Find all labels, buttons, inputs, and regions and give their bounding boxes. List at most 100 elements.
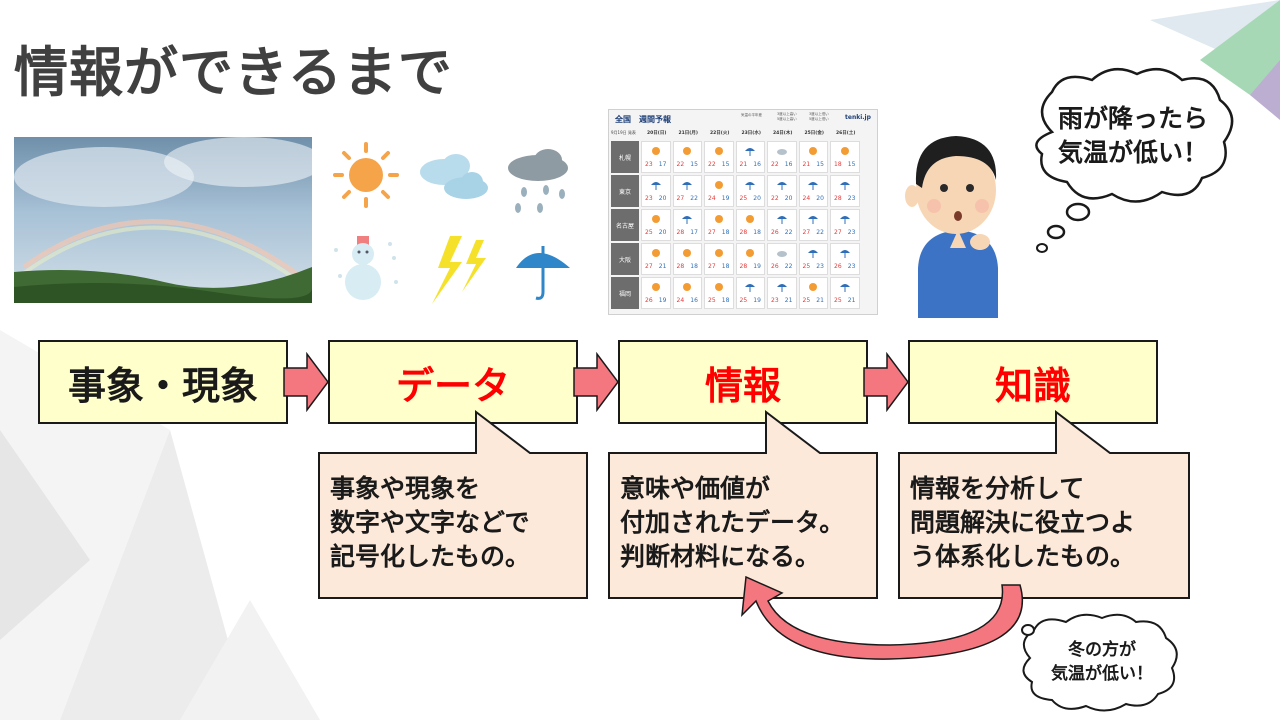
forecast-high: 25 xyxy=(645,229,653,236)
forecast-day-header: 25日(金) xyxy=(804,131,824,136)
forecast-cell: 25 18 xyxy=(704,277,734,309)
forecast-high: 25 xyxy=(802,263,811,270)
forecast-high: 18 xyxy=(834,161,842,168)
forecast-weather-icon xyxy=(768,247,796,261)
rainbow-photo xyxy=(14,137,312,303)
forecast-weather-icon xyxy=(674,145,702,159)
cloud-icon xyxy=(414,142,494,222)
forecast-low: 20 xyxy=(784,195,793,202)
callout-data-text: 事象や現象を 数字や文字などで 記号化したもの。 xyxy=(330,474,531,571)
forecast-low: 19 xyxy=(658,297,667,304)
curved-feedback-arrow-icon xyxy=(741,575,1024,660)
forecast-cell: 22 20 xyxy=(767,175,797,207)
forecast-low: 20 xyxy=(658,195,667,202)
forecast-weather-icon xyxy=(831,281,859,295)
forecast-title: 全国 週間予報 xyxy=(615,115,671,124)
forecast-low: 21 xyxy=(784,297,793,304)
forecast-high: 21 xyxy=(739,161,748,168)
forecast-brand: tenki.jp xyxy=(845,114,871,121)
forecast-weather-icon xyxy=(642,145,670,159)
forecast-high: 25 xyxy=(802,297,811,304)
callout-information: 意味や価値が 付加されたデータ。 判断材料になる。 xyxy=(608,410,878,600)
forecast-high: 26 xyxy=(771,229,779,236)
flow-arrow-icon xyxy=(573,352,619,412)
forecast-high: 28 xyxy=(834,195,842,202)
forecast-low: 15 xyxy=(721,161,730,168)
forecast-weather-icon xyxy=(737,247,765,261)
thought-text-top: 雨が降ったら 気温が低い！ xyxy=(1057,104,1208,167)
forecast-weather-icon xyxy=(800,247,828,261)
forecast-weather-icon xyxy=(642,213,670,227)
forecast-weather-icon xyxy=(705,247,733,261)
forecast-low: 16 xyxy=(690,297,698,304)
forecast-low: 18 xyxy=(721,297,730,304)
forecast-low: 16 xyxy=(784,161,793,168)
forecast-high: 22 xyxy=(771,161,779,168)
forecast-weather-icon xyxy=(800,281,828,295)
forecast-high: 23 xyxy=(645,161,653,168)
forecast-weather-icon xyxy=(642,281,670,295)
forecast-high: 22 xyxy=(708,161,716,168)
forecast-day-header: 24日(木) xyxy=(773,131,793,136)
forecast-weather-icon xyxy=(674,281,702,295)
forecast-low: 19 xyxy=(753,263,761,270)
forecast-high: 27 xyxy=(645,263,653,270)
forecast-high: 27 xyxy=(708,229,716,236)
forecast-low: 17 xyxy=(658,161,667,168)
forecast-legend: 3度以上高い 3度以上低い 5度以上高い 5度以上低い xyxy=(777,112,829,121)
forecast-low: 20 xyxy=(753,195,761,202)
stage-phenomenon: 事象・現象 xyxy=(38,340,288,424)
forecast-weather-icon xyxy=(831,179,859,193)
forecast-cell: 27 18 xyxy=(704,209,734,241)
forecast-day-header: 22日(火) xyxy=(710,131,730,136)
forecast-weather-icon xyxy=(831,145,859,159)
forecast-weather-icon xyxy=(800,145,828,159)
forecast-weather-icon xyxy=(705,281,733,295)
forecast-low: 15 xyxy=(847,161,856,168)
forecast-low: 16 xyxy=(753,161,761,168)
forecast-cell: 22 15 xyxy=(704,141,734,173)
forecast-weather-icon xyxy=(737,281,765,295)
forecast-high: 22 xyxy=(771,195,779,202)
forecast-weather-icon xyxy=(674,213,702,227)
forecast-high: 25 xyxy=(708,297,716,304)
forecast-day-header: 20日(日) xyxy=(647,131,667,136)
forecast-cell: 28 23 xyxy=(830,175,860,207)
forecast-cell: 23 17 xyxy=(641,141,671,173)
forecast-weather-icon xyxy=(831,213,859,227)
forecast-weather-icon xyxy=(800,213,828,227)
forecast-weather-icon xyxy=(705,213,733,227)
forecast-low: 22 xyxy=(784,263,793,270)
page-title: 情報ができるまで xyxy=(14,41,453,104)
forecast-high: 27 xyxy=(802,229,811,236)
forecast-low: 23 xyxy=(847,195,856,202)
forecast-weather-icon xyxy=(831,247,859,261)
forecast-low: 18 xyxy=(721,229,730,236)
forecast-high: 28 xyxy=(676,263,685,270)
forecast-low: 18 xyxy=(753,229,761,236)
forecast-day-header: 26日(土) xyxy=(836,131,856,136)
callout-knowledge: 情報を分析して 問題解決に役立つよ う体系化したもの。 xyxy=(898,410,1190,600)
weekly-forecast-image: 全国 週間予報 気温の平年差 3度以上高い 3度以上低い 5度以上高い 5度以上… xyxy=(608,109,878,315)
forecast-low: 19 xyxy=(753,297,761,304)
forecast-low: 23 xyxy=(847,263,856,270)
forecast-low: 18 xyxy=(721,263,730,270)
forecast-high: 27 xyxy=(834,229,842,236)
